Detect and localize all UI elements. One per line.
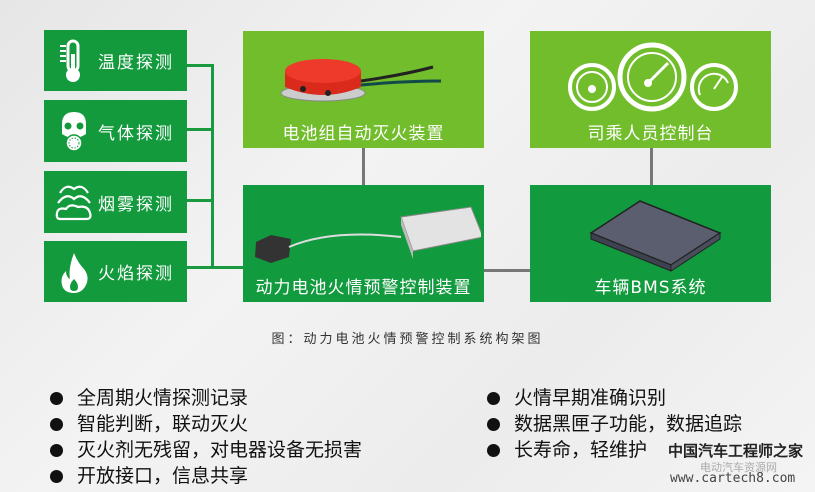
device-console: 司乘人员控制台 [530,31,771,148]
feature-list-right: 火情早期准确识别 数据黑匣子功能，数据追踪 长寿命，轻维护 [487,385,742,463]
feature-item: 智能判断，联动灭火 [50,411,362,437]
thermometer-icon [60,39,80,82]
gauges-icon [568,42,738,112]
bullet-icon [50,391,63,405]
device-controller: 动力电池火情预警控制装置 [243,185,484,302]
feature-item: 全周期火情探测记录 [50,385,362,411]
watermark-subtitle: 电动汽车资源网 [700,461,777,474]
feature-item: 灭火剂无残留，对电器设备无损害 [50,437,362,463]
sensor-flame: 火焰探测 [44,241,187,302]
bullet-icon [487,391,500,405]
feature-item: 长寿命，轻维护 [487,437,742,463]
device-label: 动力电池火情预警控制装置 [255,278,472,298]
controller-box-icon [255,206,481,263]
smoke-icon [55,185,92,221]
sensor-label: 火焰探测 [98,264,174,284]
device-extinguisher: 电池组自动灭火装置 [243,31,484,148]
sensor-temperature: 温度探测 [44,30,187,91]
connector [187,266,243,269]
sensor-label: 温度探测 [98,53,174,73]
connector-trunk [211,64,214,269]
connector [187,199,213,202]
bullet-icon [487,417,500,431]
feature-list-left: 全周期火情探测记录 智能判断，联动灭火 灭火剂无残留，对电器设备无损害 开放接口… [50,385,362,489]
feature-item: 数据黑匣子功能，数据追踪 [487,411,742,437]
connector [484,269,530,272]
feature-item: 开放接口，信息共享 [50,463,362,489]
sensor-label: 烟雾探测 [98,194,174,215]
device-label: 电池组自动灭火装置 [282,124,445,144]
connector [650,148,653,185]
bullet-icon [50,443,63,457]
sensor-smoke: 烟雾探测 [44,171,187,233]
device-label: 车辆BMS系统 [594,278,707,298]
feature-item: 火情早期准确识别 [487,385,742,411]
connector [362,148,365,185]
device-label: 司乘人员控制台 [587,124,714,144]
sensor-gas: 气体探测 [44,100,187,162]
watermark-url: www.cartech8.com [670,471,796,486]
connector [187,128,213,131]
figure-caption: 图：动力电池火情预警控制系统构架图 [271,332,544,347]
bullet-icon [50,417,63,431]
flame-icon [61,253,88,293]
bullet-icon [487,443,500,457]
bms-module-icon [589,200,722,272]
gas-mask-icon [62,112,86,152]
sensor-label: 气体探测 [98,123,174,144]
extinguisher-device-icon [280,59,442,102]
watermark-title: 中国汽车工程师之家 [668,442,804,460]
connector [187,64,213,67]
device-bms: 车辆BMS系统 [530,185,771,302]
bullet-icon [50,469,63,483]
